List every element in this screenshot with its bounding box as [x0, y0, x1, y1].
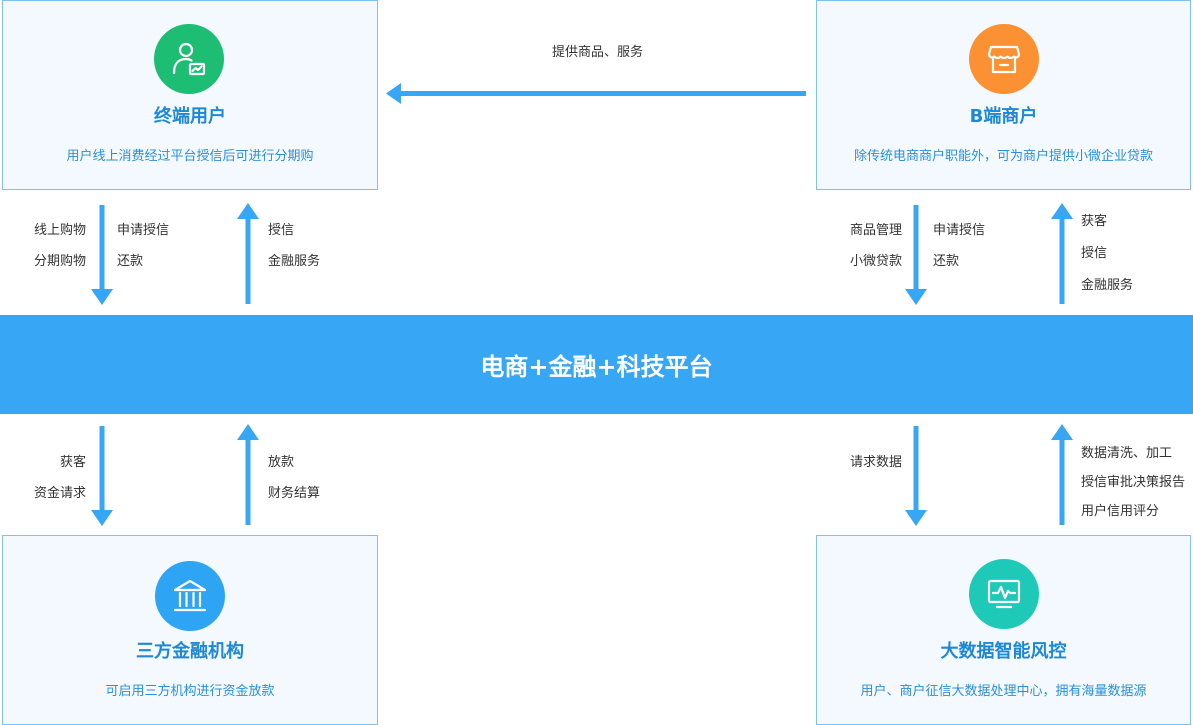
merchant-node: B端商户 除传统电商商户职能外，可为商户提供小微企业贷款: [816, 0, 1191, 190]
label-merchant-down-right: 申请授信 还款: [933, 223, 986, 269]
label-finance-down: 获客 资金请求: [33, 455, 86, 501]
arrowhead-consumer-down: [91, 289, 113, 305]
consumer-title: 终端用户: [154, 106, 226, 127]
bank-icon: [155, 561, 225, 631]
risk-node: 大数据智能风控 用户、商户征信大数据处理中心，拥有海量数据源: [816, 535, 1191, 725]
arrowhead-risk-down: [905, 510, 927, 526]
arrow-finance-up: [245, 438, 251, 525]
label-consumer-up: 授信 金融服务: [268, 223, 321, 269]
arrowhead-merchant-down: [905, 289, 927, 305]
arrowhead-finance-up: [237, 424, 259, 440]
consumer-node: 终端用户 用户线上消费经过平台授信后可进行分期购: [2, 0, 378, 190]
arrow-consumer-down: [99, 205, 105, 290]
arrow-merchant-up: [1059, 218, 1065, 304]
arrowhead-risk-up: [1051, 424, 1073, 440]
merchant-title: B端商户: [969, 106, 1038, 127]
arrowhead-consumer-up: [237, 203, 259, 219]
arrowhead-merchant-up: [1051, 203, 1073, 219]
merchant-desc: 除传统电商商户职能外，可为商户提供小微企业贷款: [853, 149, 1153, 164]
label-merchant-up: 获客 授信 金融服务: [1081, 214, 1134, 293]
label-merchant-down-left: 商品管理 小微贷款: [849, 223, 902, 269]
finance-title: 三方金融机构: [136, 641, 244, 662]
arrow-risk-down: [913, 426, 919, 511]
finance-desc: 可启用三方机构进行资金放款: [105, 684, 275, 699]
label-consumer-down-left: 线上购物 分期购物: [33, 223, 86, 269]
risk-title: 大数据智能风控: [940, 641, 1067, 662]
arrow-consumer-up: [245, 218, 251, 304]
label-risk-up: 数据清洗、加工 授信审批决策报告 用户信用评分: [1081, 446, 1186, 519]
arrow-risk-up: [1059, 438, 1065, 525]
label-finance-up: 放款 财务结算: [268, 455, 321, 501]
monitor-pulse-icon: [969, 559, 1039, 629]
arrow-merchant-down: [913, 205, 919, 290]
label-risk-down: 请求数据: [849, 455, 902, 470]
user-chart-icon: [154, 24, 224, 94]
arrow-merchant-to-consumer: [398, 91, 806, 96]
label-consumer-down-right: 申请授信 还款: [117, 223, 170, 269]
risk-desc: 用户、商户征信大数据处理中心，拥有海量数据源: [860, 684, 1147, 699]
arrowhead-merchant-to-consumer: [386, 83, 401, 104]
platform-title: 电商+金融+科技平台: [480, 353, 713, 381]
finance-node: 三方金融机构 可启用三方机构进行资金放款: [2, 535, 378, 725]
platform-banner: 电商+金融+科技平台: [0, 315, 1193, 414]
arrow-finance-down: [99, 426, 105, 511]
arrowhead-finance-down: [91, 510, 113, 526]
store-icon: [969, 24, 1039, 94]
label-merchant-to-consumer: 提供商品、服务: [552, 45, 644, 60]
consumer-desc: 用户线上消费经过平台授信后可进行分期购: [66, 149, 314, 164]
